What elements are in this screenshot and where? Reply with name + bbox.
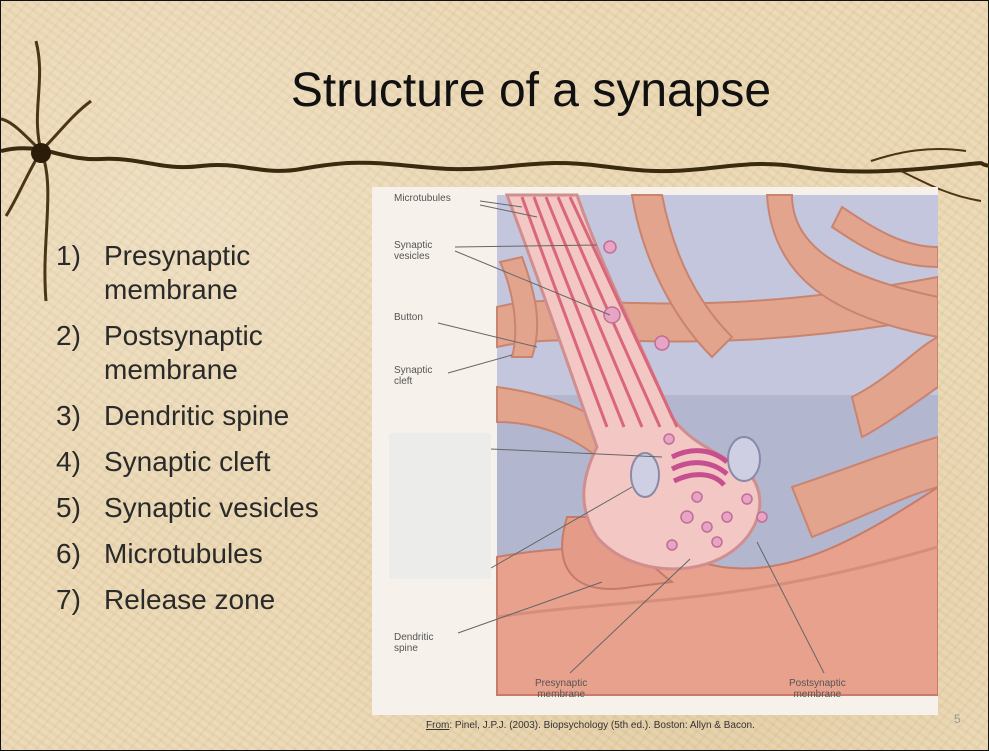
item-number: 6) (56, 537, 104, 571)
list-item: 6)Microtubules (56, 537, 364, 571)
list-item: 4)Synaptic cleft (56, 445, 364, 479)
label-button: Button (394, 312, 423, 323)
item-text: Dendritic spine (104, 399, 364, 433)
blank-label-box (389, 433, 491, 579)
caption-from: From (426, 720, 449, 731)
synapse-parts-list: 1)Presynaptic membrane 2)Postsynaptic me… (56, 239, 364, 629)
caption-text: : Pinel, J.P.J. (2003). Biopsychology (5… (449, 720, 755, 731)
item-number: 4) (56, 445, 104, 479)
label-synaptic-cleft: Synaptic cleft (394, 365, 432, 387)
slide-title: Structure of a synapse (201, 63, 861, 118)
synapse-illustration: Microtubules Synaptic vesicles Button Sy… (372, 187, 938, 715)
list-item: 1)Presynaptic membrane (56, 239, 364, 307)
item-number: 3) (56, 399, 104, 433)
item-text: Synaptic cleft (104, 445, 364, 479)
list-item: 5)Synaptic vesicles (56, 491, 364, 525)
item-text: Synaptic vesicles (104, 491, 364, 525)
label-dendritic-spine: Dendritic spine (394, 632, 433, 654)
list-item: 7)Release zone (56, 583, 364, 617)
item-number: 1) (56, 239, 104, 307)
label-synaptic-vesicles: Synaptic vesicles (394, 240, 432, 262)
label-presynaptic-membrane: Presynaptic membrane (535, 678, 587, 700)
item-text: Presynaptic membrane (104, 239, 364, 307)
item-text: Microtubules (104, 537, 364, 571)
list-item: 2)Postsynaptic membrane (56, 319, 364, 387)
item-text: Release zone (104, 583, 364, 617)
list-item: 3)Dendritic spine (56, 399, 364, 433)
item-text: Postsynaptic membrane (104, 319, 364, 387)
item-number: 2) (56, 319, 104, 387)
item-number: 5) (56, 491, 104, 525)
figure-caption: From: Pinel, J.P.J. (2003). Biopsycholog… (426, 720, 755, 731)
page-number: 5 (954, 712, 961, 726)
label-postsynaptic-membrane: Postsynaptic membrane (789, 678, 846, 700)
label-microtubules: Microtubules (394, 193, 451, 204)
item-number: 7) (56, 583, 104, 617)
